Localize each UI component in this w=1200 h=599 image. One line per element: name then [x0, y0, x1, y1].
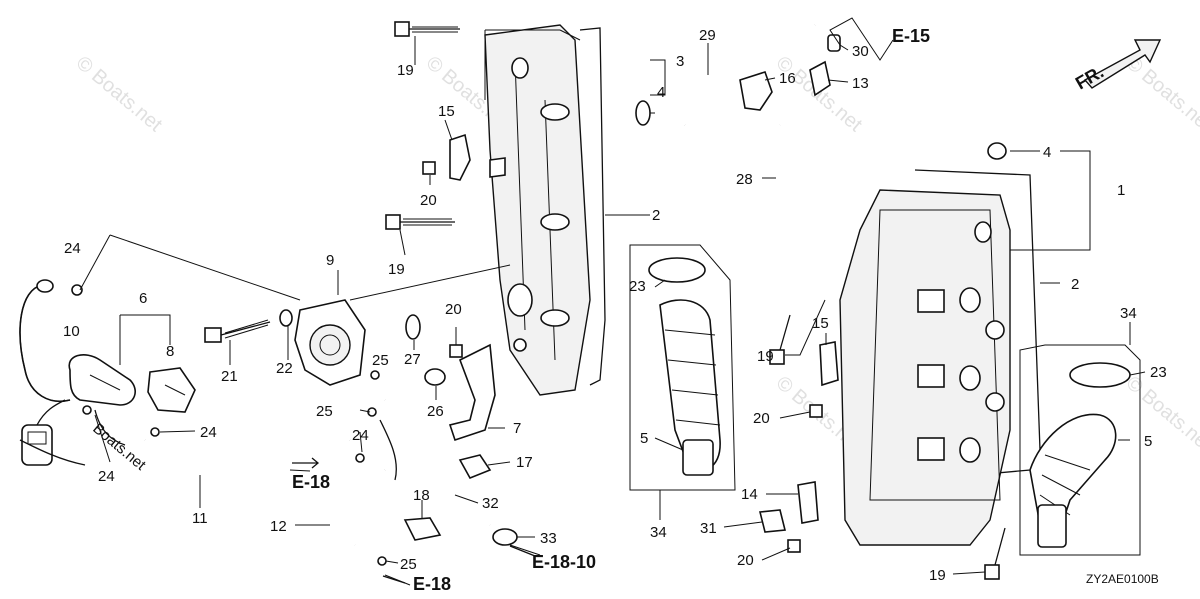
callout-23: 23 [629, 278, 646, 295]
callout-22: 22 [276, 360, 293, 377]
callout-11: 11 [192, 510, 208, 527]
callout-19: 19 [929, 567, 946, 584]
callout-24: 24 [64, 240, 81, 257]
arrow-icon [292, 457, 320, 469]
callout-5: 5 [1144, 433, 1152, 450]
callout-26: 26 [427, 403, 444, 420]
callout-20: 20 [737, 552, 754, 569]
callout-24: 24 [200, 424, 217, 441]
callout-5: 5 [640, 430, 648, 447]
callout-28: 28 [736, 171, 753, 188]
front-direction-label: FR. [1072, 62, 1107, 94]
callout-2: 2 [1071, 276, 1079, 293]
breather-hose-assembly [681, 22, 841, 249]
reference-e15: E-15 [892, 26, 930, 46]
cylinder-head-cover-right [758, 142, 1041, 580]
callout-19: 19 [388, 261, 405, 278]
callout-25: 25 [372, 352, 389, 369]
cylinder-head-cover-left [385, 21, 651, 396]
intake-pipe-group-right [1019, 344, 1141, 556]
callout-24: 24 [352, 427, 369, 444]
reference-e18: E-18 [413, 574, 451, 594]
callout-2: 2 [652, 207, 660, 224]
callout-21: 21 [221, 368, 238, 385]
reference-labels: E-15 E-18 E-18 E-18-10 [292, 26, 930, 594]
callout-20: 20 [445, 301, 462, 318]
callout-13: 13 [852, 75, 869, 92]
callout-19: 19 [397, 62, 414, 79]
callout-24: 24 [98, 468, 115, 485]
watermark: © Boats.net [72, 52, 167, 136]
callout-15: 15 [812, 315, 829, 332]
callout-10: 10 [63, 323, 80, 340]
callout-30: 30 [852, 43, 869, 60]
intake-pipe-group-left [629, 244, 736, 491]
callout-16: 16 [779, 70, 796, 87]
callout-34: 34 [650, 524, 667, 541]
callout-9: 9 [326, 252, 334, 269]
callout-19: 19 [757, 348, 774, 365]
callout-15: 15 [438, 103, 455, 120]
callout-14: 14 [741, 486, 758, 503]
callout-labels: 1 2 2 3 4 4 5 5 6 7 8 9 10 11 12 13 14 1… [63, 27, 1167, 584]
callout-33: 33 [540, 530, 557, 547]
callout-18: 18 [413, 487, 430, 504]
callout-25: 25 [316, 403, 333, 420]
callout-34: 34 [1120, 305, 1137, 322]
callout-27: 27 [404, 351, 421, 368]
callout-17: 17 [516, 454, 533, 471]
callout-1: 1 [1117, 182, 1125, 199]
callout-32: 32 [482, 495, 499, 512]
callout-4: 4 [1043, 144, 1051, 161]
callout-20: 20 [753, 410, 770, 427]
diagram-code: ZY2AE0100B [1086, 572, 1159, 586]
callout-12: 12 [270, 518, 287, 535]
embedded-watermark: Boats.net [89, 420, 149, 474]
callout-4: 4 [657, 84, 665, 101]
fuel-hose-assembly [19, 279, 518, 566]
arrow-icon [509, 545, 536, 557]
callout-25: 25 [400, 556, 417, 573]
callout-29: 29 [699, 27, 716, 44]
watermark: © Boats.net [1122, 52, 1200, 136]
callout-8: 8 [166, 343, 174, 360]
reference-e18: E-18 [292, 472, 330, 492]
callout-23: 23 [1150, 364, 1167, 381]
watermark: © Boats.net [1122, 372, 1200, 456]
callout-7: 7 [513, 420, 521, 437]
reference-e18-10: E-18-10 [532, 552, 596, 572]
leader-lines [79, 17, 1146, 586]
callout-31: 31 [700, 520, 717, 537]
callout-20: 20 [420, 192, 437, 209]
callout-3: 3 [676, 53, 684, 70]
callout-6: 6 [139, 290, 147, 307]
arrow-icon [382, 575, 406, 584]
